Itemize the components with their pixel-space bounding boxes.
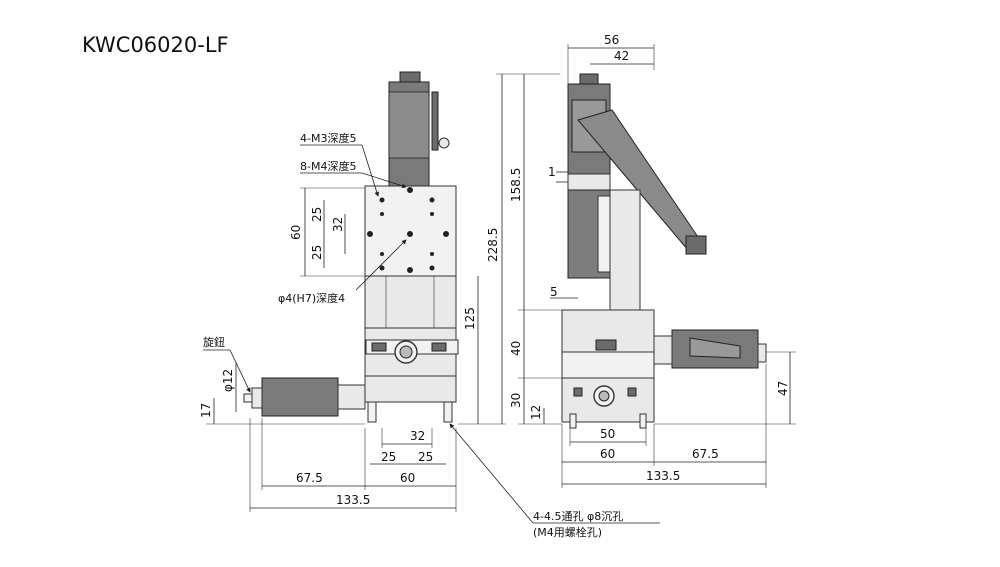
dim-40: 40 — [509, 341, 523, 356]
dim-60-vertical: 60 — [289, 225, 303, 240]
knob — [251, 387, 263, 409]
dim-158-5: 158.5 — [509, 168, 523, 202]
dim-30: 30 — [509, 393, 523, 408]
side-lower-stage — [561, 351, 655, 379]
dim-5: 5 — [550, 285, 558, 299]
base — [364, 375, 457, 403]
column — [364, 275, 457, 329]
note-through-hole: 4-4.5通孔 φ8沉孔 — [533, 510, 623, 523]
dim-67-5-front: 67.5 — [296, 471, 323, 485]
dim-67-5-side: 67.5 — [692, 447, 719, 461]
motor-housing — [388, 91, 430, 159]
dim-133-5-front: 133.5 — [336, 493, 370, 507]
dim-25-right: 25 — [418, 450, 433, 464]
dim-17: 17 — [199, 403, 213, 418]
note-m4: 8-M4深度5 — [300, 159, 356, 173]
note-bolt-hole: (M4用螺栓孔) — [533, 525, 602, 539]
drawing-title: KWC06020-LF — [82, 33, 229, 57]
dim-47: 47 — [776, 381, 790, 396]
dim-60-horizontal: 60 — [400, 471, 415, 485]
dim-32-horizontal: 32 — [410, 429, 425, 443]
side-motor — [261, 377, 339, 417]
dim-1: 1 — [548, 165, 556, 179]
dim-25-lower: 25 — [310, 245, 324, 260]
dim-133-5-side: 133.5 — [646, 469, 680, 483]
dim-25-upper: 25 — [310, 207, 324, 222]
front-view: 4-M3深度5 8-M4深度5 φ4(H7)深度4 旋鈕 4-4.5通孔 φ8沉… — [199, 71, 660, 539]
note-m3: 4-M3深度5 — [300, 131, 356, 145]
motor-cable — [431, 91, 439, 151]
dim-42: 42 — [614, 49, 629, 63]
top-hole-pattern — [367, 187, 449, 273]
dim-56: 56 — [604, 33, 619, 47]
note-knob: 旋鈕 — [203, 335, 225, 349]
top-table — [364, 185, 457, 277]
dim-228-5: 228.5 — [486, 228, 500, 262]
cable-clamp — [438, 137, 450, 149]
dim-phi12: φ12 — [221, 369, 235, 392]
dim-12: 12 — [529, 405, 543, 420]
dim-60-side: 60 — [600, 447, 615, 461]
motor-bracket — [337, 384, 366, 410]
motor-cap — [399, 71, 421, 83]
dim-50: 50 — [600, 427, 615, 441]
side-column — [609, 189, 641, 311]
dim-32-vertical: 32 — [331, 217, 345, 232]
dim-125: 125 — [463, 307, 477, 330]
note-pin: φ4(H7)深度4 — [278, 291, 345, 305]
side-view: 56 42 158.5 1 5 40 30 12 50 60 67.5 133.… — [509, 33, 796, 488]
dim-25-left: 25 — [381, 450, 396, 464]
side-motor-cap — [579, 73, 599, 85]
